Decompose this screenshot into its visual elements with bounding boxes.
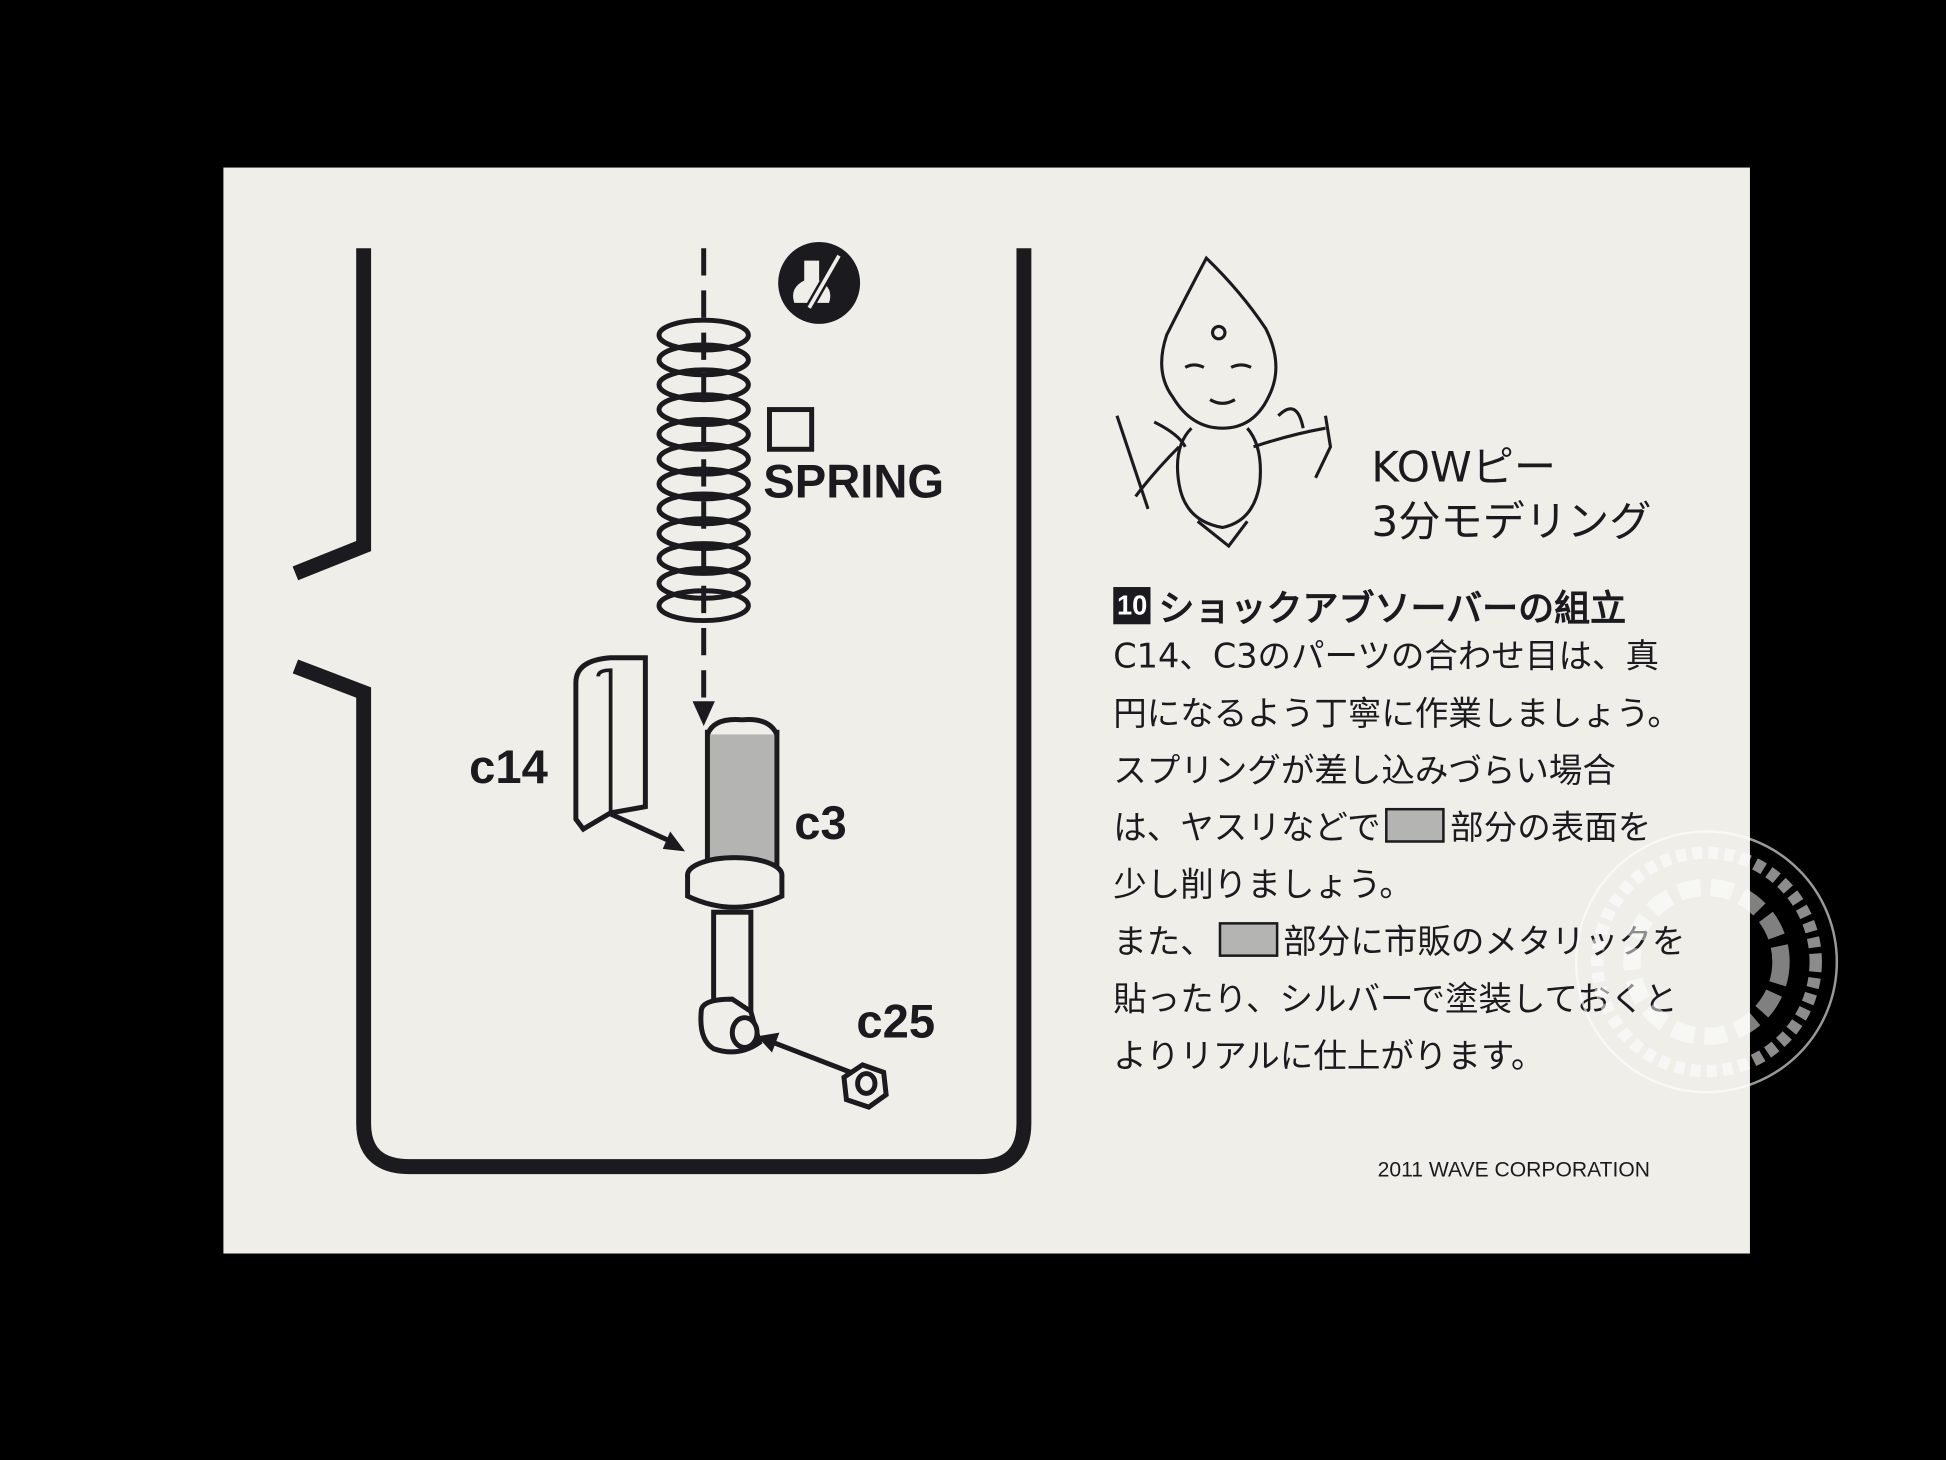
- c14-arrow: [607, 810, 678, 847]
- kit-title-line2: 3分モデリング: [1371, 497, 1652, 548]
- instruction-line: 円になるよう丁寧に作業しましょう。: [1113, 695, 1681, 734]
- kit-title-line1: KOWピー: [1371, 443, 1557, 493]
- c14-label: c14: [469, 742, 548, 795]
- instruction-line: よりリアルに仕上がります。: [1113, 1037, 1545, 1077]
- no-glue-icon: [778, 242, 861, 324]
- instruction-text: また、: [1113, 923, 1214, 962]
- spring-part: [656, 317, 751, 624]
- instruction-text: 部分に市販のメタリックを: [1283, 923, 1686, 962]
- instruction-card: [223, 167, 1750, 1254]
- frame-bracket: [292, 248, 1032, 1175]
- instruction-line: スプリングが差し込みづらい場合: [1113, 752, 1616, 791]
- instruction-line: は、ヤスリなどで 部分の表面を: [1113, 807, 1651, 852]
- c3-label: c3: [794, 798, 847, 851]
- gray-area-swatch: [1385, 807, 1446, 843]
- c25-arrow: [766, 1037, 855, 1076]
- step-title: ショックアブソーバーの組立: [1158, 587, 1627, 630]
- instruction-line: また、 部分に市販のメタリックを: [1113, 921, 1685, 966]
- instruction-text: は、ヤスリなどで: [1113, 809, 1381, 848]
- step-number-badge: 10: [1113, 587, 1152, 625]
- step-heading: 10 ショックアブソーバーの組立: [1113, 580, 1626, 632]
- c3-part: [685, 717, 785, 1055]
- gray-area-swatch: [1218, 922, 1279, 957]
- kewpie-illustration: [1115, 255, 1333, 549]
- c25-nut: [841, 1062, 889, 1110]
- instruction-line: C14、C3のパーツの合わせ目は、真: [1113, 637, 1659, 677]
- watermark-stamp: [1574, 830, 1839, 1094]
- copyright: 2011 WAVE CORPORATION: [1377, 1157, 1651, 1182]
- spring-label: SPRING: [763, 456, 945, 509]
- c25-label: c25: [856, 996, 936, 1049]
- insert-arrow-head: [692, 701, 715, 727]
- checkbox-icon: [766, 407, 815, 452]
- instruction-line: 少し削りましょう。: [1113, 866, 1413, 905]
- instruction-line: 貼ったり、シルバーで塗装しておくと: [1113, 980, 1678, 1019]
- instruction-text: 部分の表面を: [1450, 809, 1652, 848]
